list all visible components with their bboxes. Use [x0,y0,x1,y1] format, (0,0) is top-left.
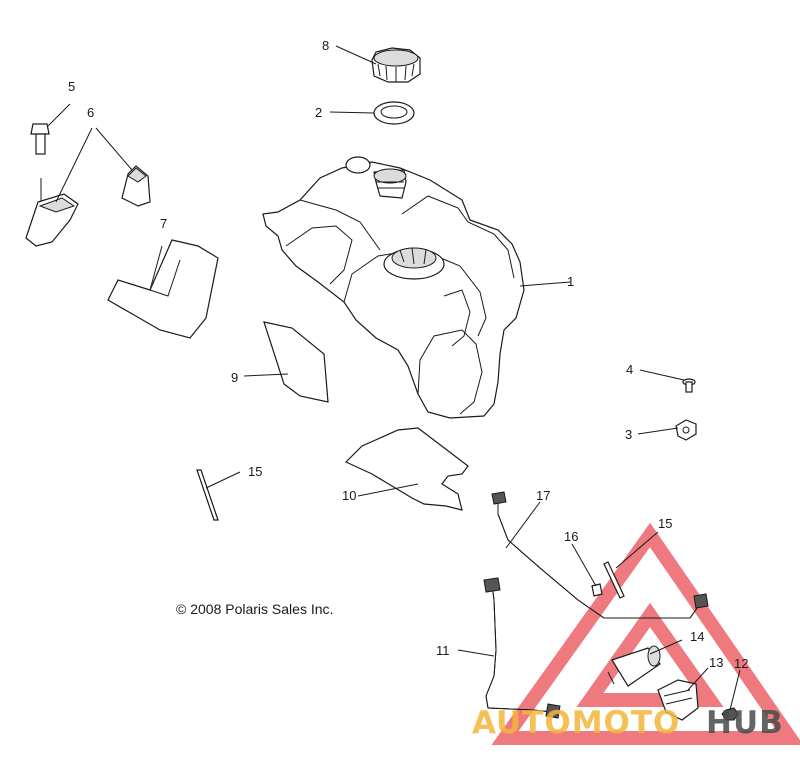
callout-4: 4 [626,362,633,377]
watermark-text-automoto: AUTOMOTO [472,705,680,741]
part-heat-shield [344,427,469,511]
part-strap-left [196,469,219,521]
callout-12: 12 [734,656,748,671]
part-clip [675,419,697,441]
callout-11: 11 [436,643,450,658]
callout-15-right: 15 [658,516,672,531]
part-brackets [25,165,151,247]
callout-17: 17 [536,488,550,503]
callout-2: 2 [315,105,322,120]
watermark-text-hub: HUB [706,705,784,741]
callout-8: 8 [322,38,329,53]
callout-5: 5 [68,79,75,94]
callout-14: 14 [690,629,704,644]
part-l-pad [107,239,219,339]
callout-13: 13 [709,655,723,670]
callout-6: 6 [87,105,94,120]
part-strap-right [603,561,625,599]
copyright-text: © 2008 Polaris Sales Inc. [176,601,333,617]
callout-1: 1 [567,274,574,289]
leader-lines [47,45,741,711]
watermark-text: AUTOMOTO HUB [472,705,784,741]
part-pad-9 [263,321,329,403]
part-clamp-16 [591,583,603,597]
callout-7: 7 [160,216,167,231]
callout-10: 10 [342,488,356,503]
part-fuel-tank [262,156,525,419]
part-bolt [30,123,50,204]
callout-9: 9 [231,370,238,385]
callout-3: 3 [625,427,632,442]
part-nut [721,707,739,721]
part-gasket-ring [373,101,415,125]
part-screw [682,378,696,393]
callout-15-left: 15 [248,464,262,479]
callout-labels: 8 2 1 5 6 7 9 10 15 4 3 17 16 15 11 14 1… [68,38,748,671]
watermark-outer-triangle [491,522,800,745]
part-fuel-line-11 [483,577,561,719]
callout-16: 16 [564,529,578,544]
part-fuel-cap [371,47,421,83]
part-fuel-line-17 [491,491,709,619]
